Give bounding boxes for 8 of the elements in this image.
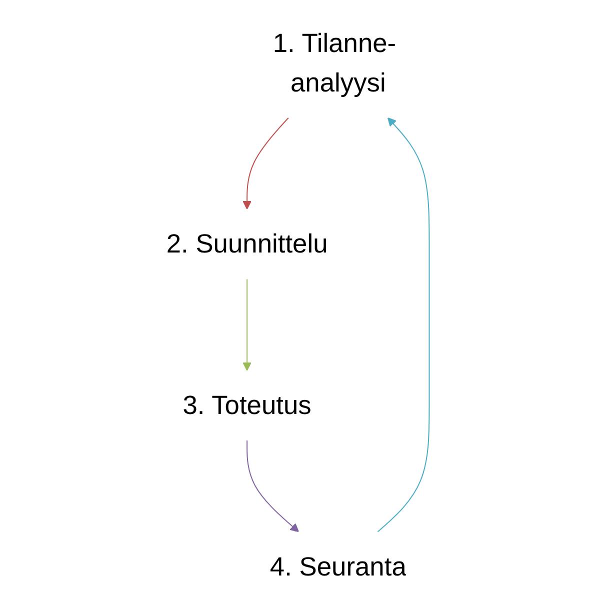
arrow	[377, 117, 430, 532]
node-text: 4. Seuranta	[270, 551, 406, 582]
arrow	[242, 279, 252, 371]
arrow	[242, 117, 289, 210]
arrow	[246, 440, 300, 532]
node-text: 1. Tilanne- analyysi	[272, 27, 396, 98]
node-text: 2. Suunnittelu	[166, 228, 328, 259]
node-text: 3. Toteutus	[182, 390, 312, 420]
